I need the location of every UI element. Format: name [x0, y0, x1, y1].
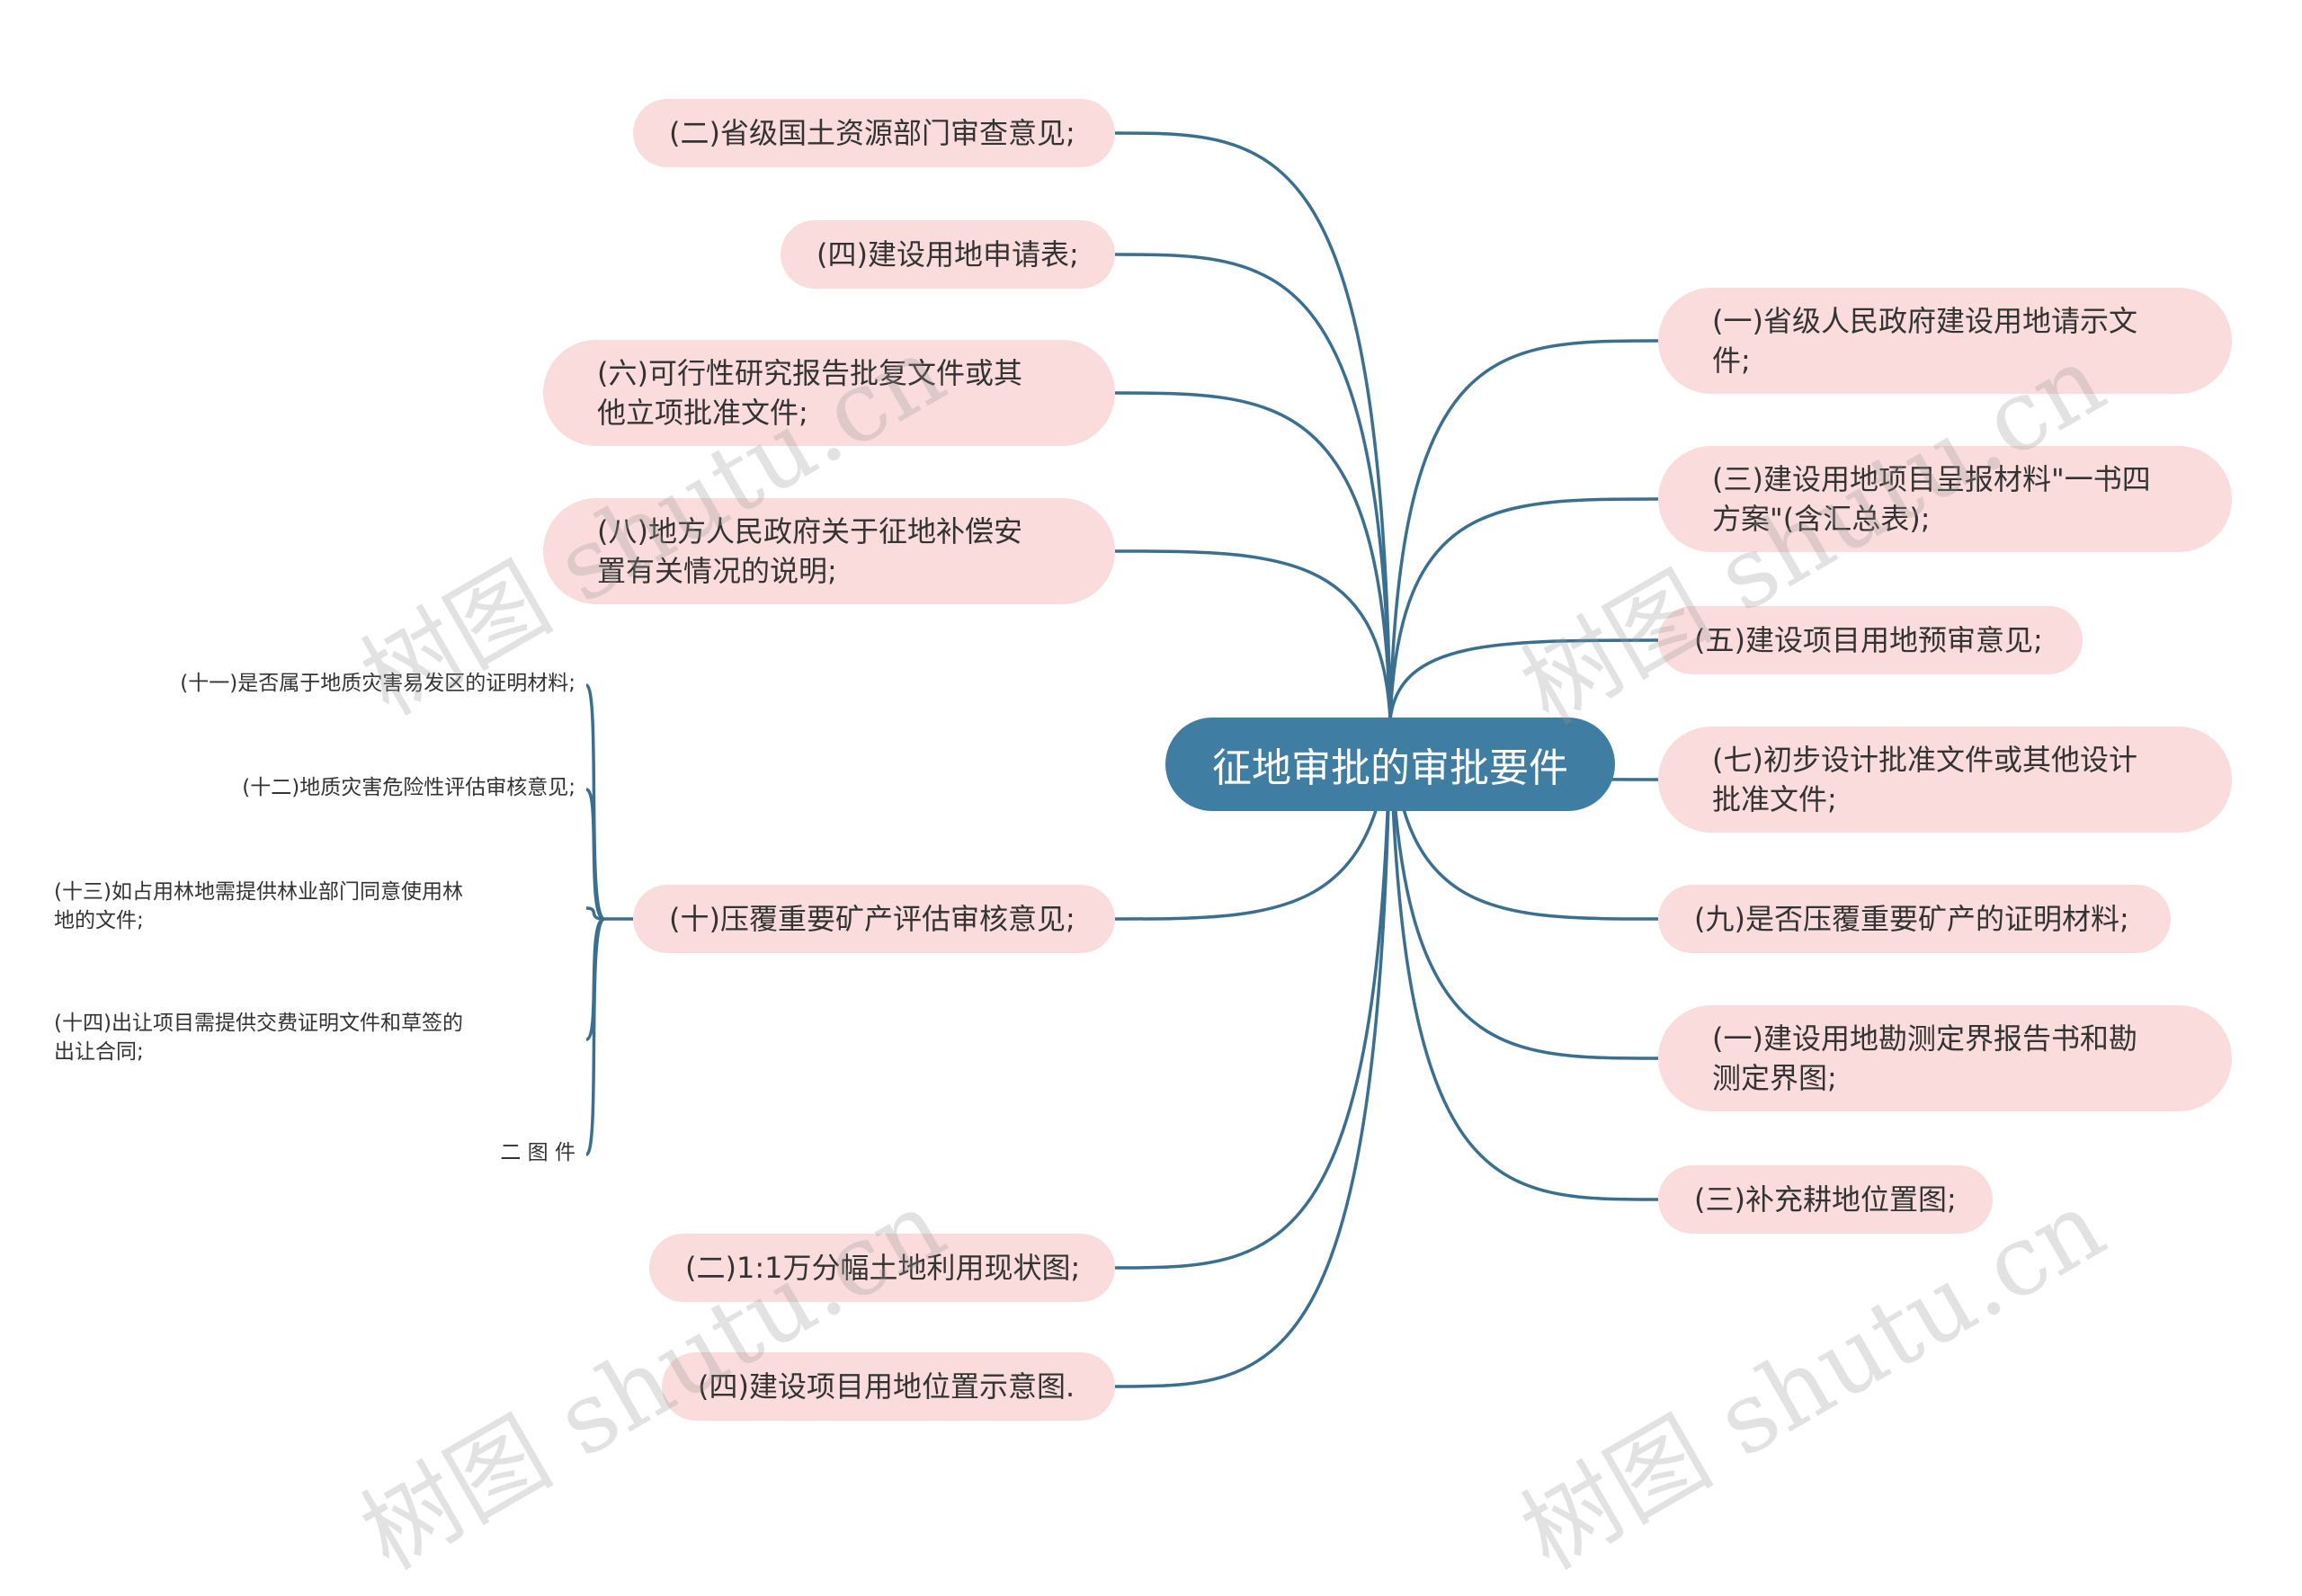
connector-left — [1114, 131, 1392, 720]
branch-node-label: (三)补充耕地位置图; — [1694, 1182, 1957, 1217]
connector-right — [1388, 718, 1659, 1060]
branch-node-left[interactable]: (四)建设用地申请表; — [781, 220, 1115, 289]
branch-node-right[interactable]: (三)建设用地项目呈报材料"一书四 方案"(含汇总表); — [1658, 446, 2232, 552]
branch-node-label: (八)地方人民政府关于征地补偿安 置有关情况的说明; — [597, 514, 1022, 588]
branch-node-right[interactable]: (九)是否压覆重要矿产的证明材料; — [1658, 885, 2171, 953]
branch-node-label: (六)可行性研究报告批复文件或其 他立项批准文件; — [597, 356, 1022, 430]
connector-left — [1114, 391, 1392, 720]
connector-left — [1114, 718, 1392, 1270]
sub-leaf[interactable]: (十二)地质灾害危险性评估审核意见; — [242, 776, 576, 799]
connector-right — [1388, 339, 1659, 720]
central-topic-label: 征地审批的审批要件 — [1212, 745, 1568, 791]
branch-node-label: (九)是否压覆重要矿产的证明材料; — [1694, 902, 2129, 936]
branch-node-right[interactable]: (五)建设项目用地预审意见; — [1658, 606, 2083, 674]
mind-map-canvas: 征地审批的审批要件 (二)省级国土资源部门审查意见; (四)建设用地申请表; (… — [54, 99, 2232, 1592]
branch-node-label: (七)初步设计批准文件或其他设计 批准文件; — [1712, 743, 2137, 816]
branch-node-left[interactable]: (八)地方人民政府关于征地补偿安 置有关情况的说明; — [543, 498, 1115, 604]
branch-node-left[interactable]: (二)省级国土资源部门审查意见; — [633, 99, 1115, 167]
connector-right — [1388, 718, 1659, 1201]
branch-node-label: (二)省级国土资源部门审查意见; — [669, 116, 1075, 150]
branch-node-right[interactable]: (一)建设用地勘测定界报告书和勘 测定界图; — [1658, 1005, 2232, 1111]
sub-leaf[interactable]: (十一)是否属于地质灾害易发区的证明材料; — [180, 672, 576, 695]
branch-node-label: (二)1:1万分幅土地利用现状图; — [685, 1251, 1081, 1285]
branch-node-label: (一)省级人民政府建设用地请示文 件; — [1712, 304, 2137, 378]
connector-left — [1114, 718, 1392, 1388]
connector-right — [1388, 638, 1659, 720]
branch-node-left[interactable]: (四)建设项目用地位置示意图. — [662, 1352, 1115, 1421]
central-topic[interactable]: 征地审批的审批要件 — [1165, 718, 1615, 811]
sub-leaf[interactable]: (十四)出让项目需提供交费证明文件和草签的 出让合同; — [54, 1012, 463, 1064]
branch-node-label: (一)建设用地勘测定界报告书和勘 测定界图; — [1712, 1021, 2137, 1095]
branch-node-label: (四)建设项目用地位置示意图. — [698, 1369, 1075, 1404]
branch-node-left[interactable]: (十)压覆重要矿产评估审核意见; — [633, 885, 1115, 953]
branch-node-left[interactable]: (六)可行性研究报告批复文件或其 他立项批准文件; — [543, 340, 1115, 446]
branch-node-right[interactable]: (三)补充耕地位置图; — [1658, 1165, 1993, 1234]
connector-left — [1114, 549, 1392, 720]
sub-leaf[interactable]: 二 图 件 — [500, 1141, 576, 1164]
sub-leaf[interactable]: (十三)如占用林地需提供林业部门同意使用林 地的文件; — [54, 880, 463, 932]
connector-left — [1114, 253, 1392, 720]
connector-sub — [585, 788, 605, 921]
branch-node-label: (四)建设用地申请表; — [816, 237, 1079, 272]
branch-node-label: (三)建设用地项目呈报材料"一书四 方案"(含汇总表); — [1712, 462, 2151, 536]
branch-node-label: (五)建设项目用地预审意见; — [1694, 623, 2043, 657]
connector-right — [1388, 497, 1659, 720]
branch-node-label: (十)压覆重要矿产评估审核意见; — [669, 902, 1075, 936]
connector-sub — [585, 906, 605, 921]
branch-node-right[interactable]: (一)省级人民政府建设用地请示文 件; — [1658, 288, 2232, 394]
branch-node-right[interactable]: (七)初步设计批准文件或其他设计 批准文件; — [1658, 727, 2232, 833]
branch-node-left[interactable]: (二)1:1万分幅土地利用现状图; — [649, 1234, 1115, 1302]
connector-sub — [584, 917, 606, 1156]
